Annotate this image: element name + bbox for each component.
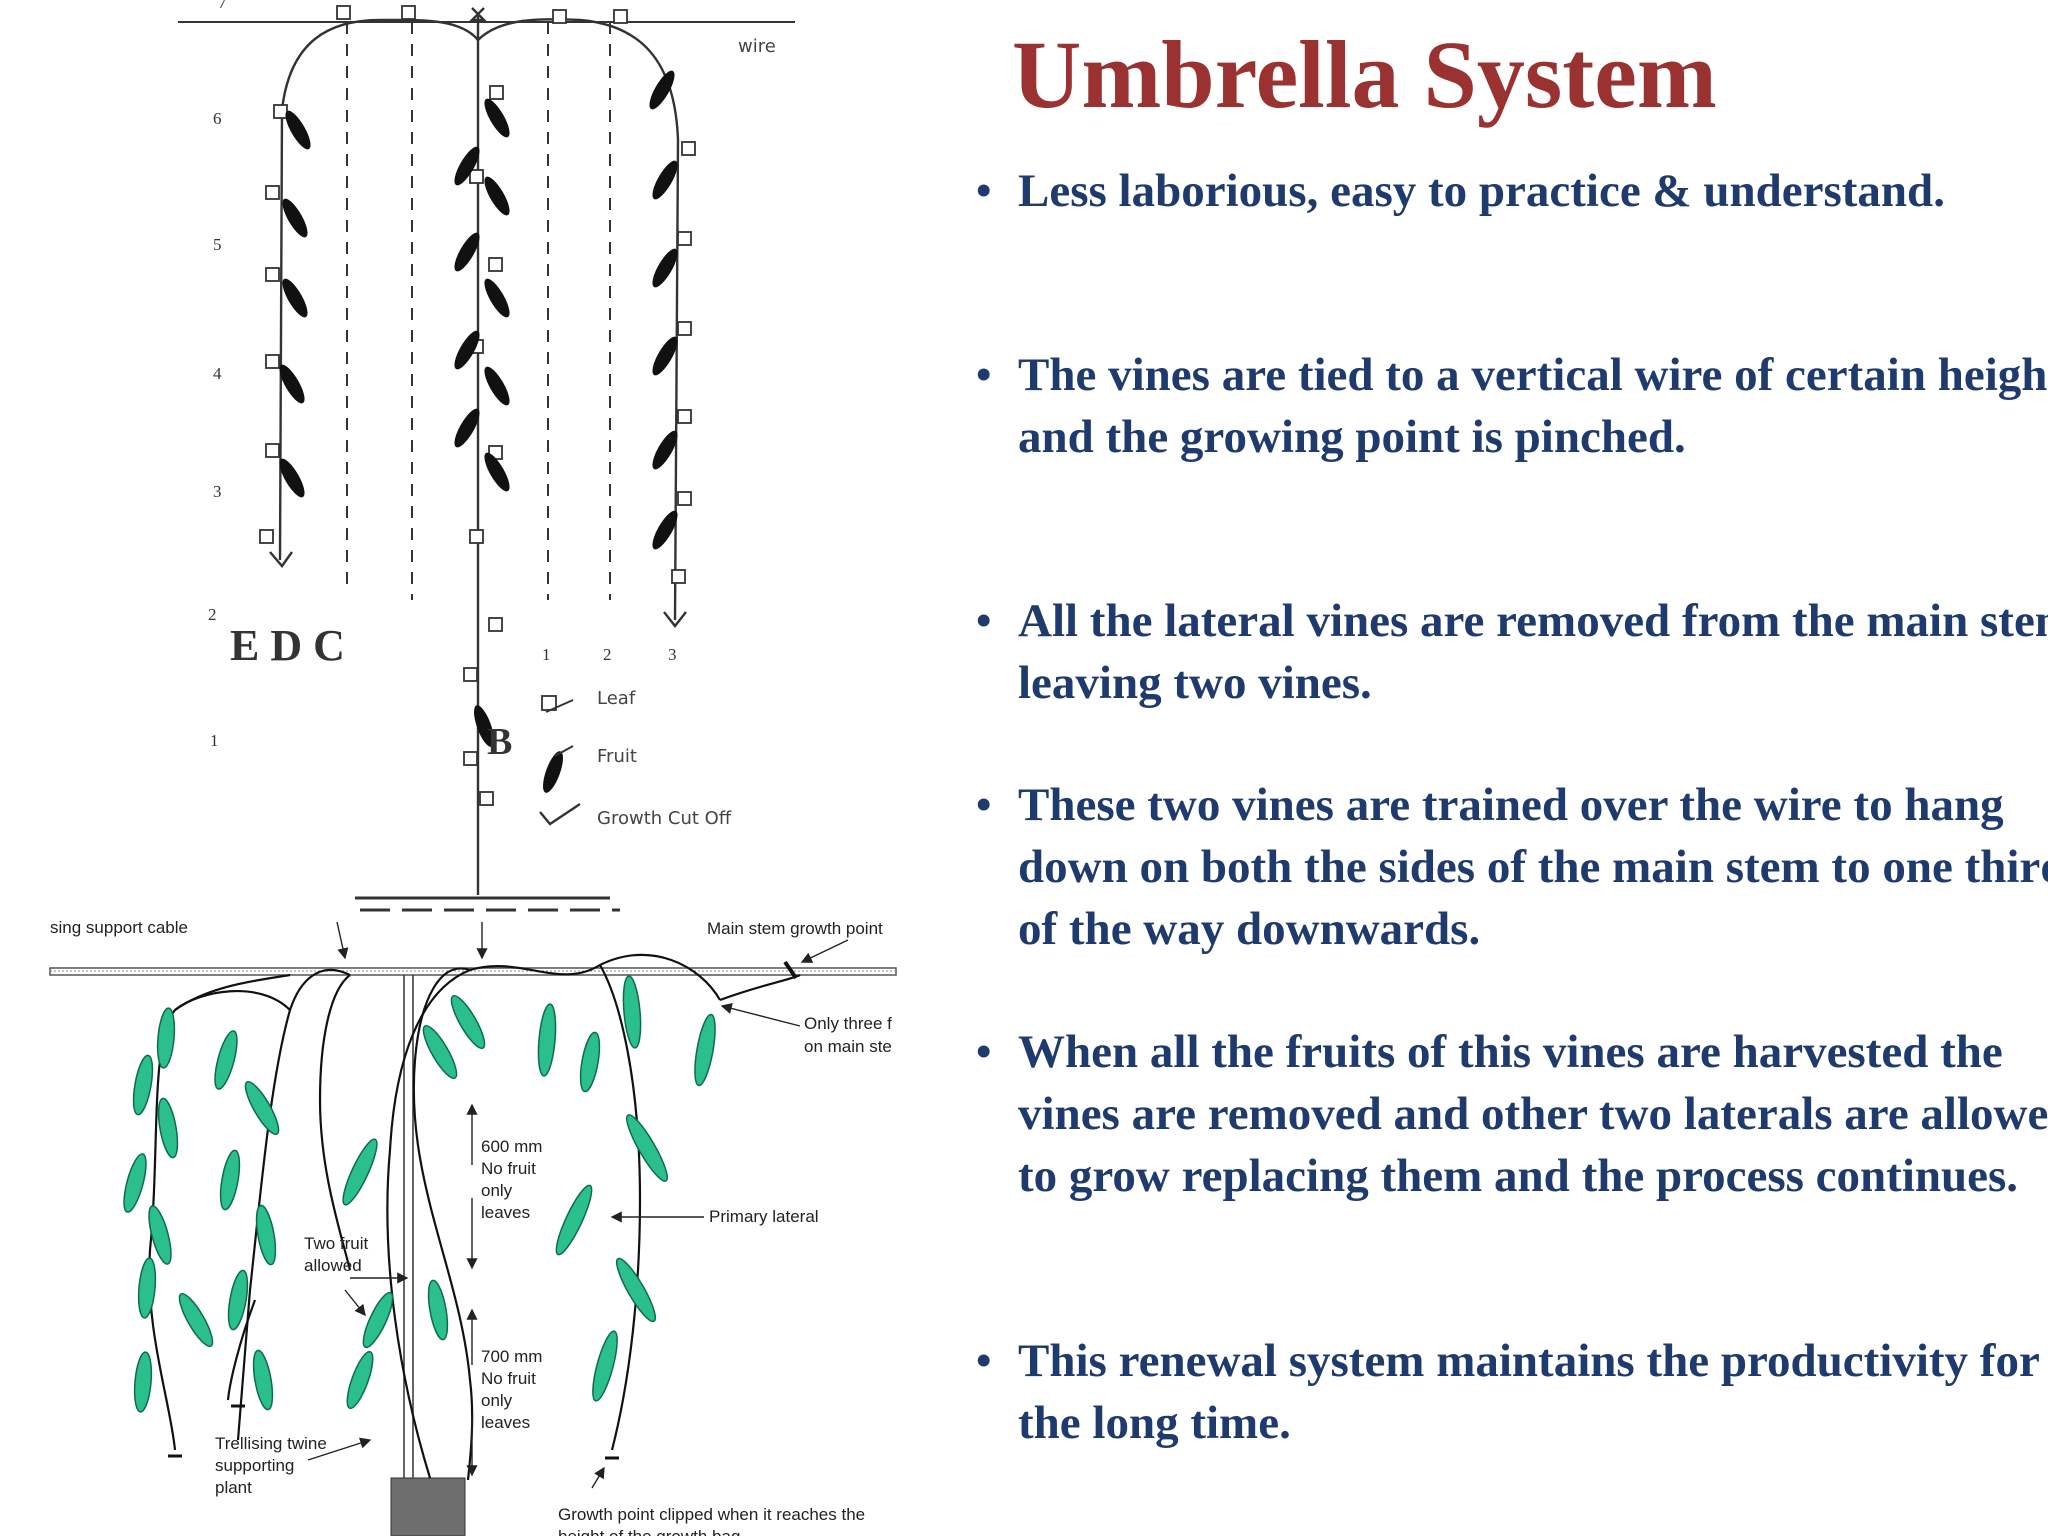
measure-600-label: 600 mm No fruit only leaves — [481, 1137, 542, 1222]
bullet-item: • These two vines are trained over the w… — [970, 774, 2048, 960]
growth-point-label: Main stem growth point — [707, 919, 883, 938]
measure-700-label: 700 mm No fruit only leaves — [481, 1347, 542, 1432]
cucumber-fruits — [123, 975, 716, 1413]
row-number-5: 5 — [213, 235, 222, 254]
row-number-1: 1 — [210, 731, 219, 750]
svg-text:supporting: supporting — [215, 1456, 294, 1475]
bullet-dot: • — [976, 1336, 992, 1385]
row-numbers: 7 6 5 4 3 2 1 — [208, 0, 227, 750]
slide-title: Umbrella System — [1012, 21, 1717, 128]
bullet-item: • All the lateral vines are removed from… — [970, 590, 2048, 714]
bullet-dot: • — [976, 596, 992, 645]
left-vine — [278, 18, 479, 561]
growth-bag — [390, 1477, 466, 1536]
top-legend: Leaf Fruit Growth Cut Off — [539, 688, 732, 829]
svg-text:height of the growth bag: height of the growth bag — [558, 1527, 740, 1536]
svg-text:No fruit: No fruit — [481, 1159, 536, 1178]
svg-text:plant: plant — [215, 1478, 252, 1497]
row-number-2: 2 — [208, 605, 217, 624]
bullet-dot: • — [976, 350, 992, 399]
cucumber-bottom-diagram: sing support cable Main stem growth poin… — [49, 918, 897, 1536]
bullet-item: • Less laborious, easy to practice & und… — [970, 160, 2048, 222]
bullet-text: All the lateral vines are removed from t… — [1018, 595, 2048, 709]
svg-text:leaves: leaves — [481, 1203, 530, 1222]
row-number-6: 6 — [213, 109, 222, 128]
bullet-dot: • — [976, 780, 992, 829]
svg-text:only: only — [481, 1391, 513, 1410]
row-number-3: 3 — [213, 482, 222, 501]
leaf-markers — [259, 5, 696, 806]
twine-label: Trellising twine supporting plant — [215, 1434, 327, 1497]
hanging-vines — [148, 953, 801, 1481]
svg-text:700 mm: 700 mm — [481, 1347, 542, 1366]
svg-text:Growth point clipped when it r: Growth point clipped when it reaches the — [558, 1505, 865, 1524]
fruit-markers — [279, 70, 678, 747]
svg-text:allowed: allowed — [304, 1256, 362, 1275]
svg-text:No fruit: No fruit — [481, 1369, 536, 1388]
column-number-3: 3 — [668, 645, 677, 664]
bullet-text: When all the fruits of this vines are ha… — [1018, 1026, 2048, 1202]
support-cable-label: sing support cable — [50, 918, 188, 937]
bullet-text: The vines are tied to a vertical wire of… — [1018, 349, 2048, 463]
clip-ticks — [168, 1404, 619, 1460]
vine-letters-edc: E D C — [230, 621, 345, 670]
legend-cut-label: Growth Cut Off — [597, 808, 732, 829]
only-three-label-line1: Only three f — [804, 1014, 892, 1033]
cut-off-marks — [269, 7, 687, 628]
cucumber-training-diagram: 7 6 5 4 3 2 1 — [49, 0, 897, 1536]
bullet-text: This renewal system maintains the produc… — [1018, 1335, 2039, 1449]
row-number-7: 7 — [218, 0, 227, 12]
bullet-item: • When all the fruits of this vines are … — [970, 1021, 2048, 1207]
svg-text:Two fruit: Two fruit — [304, 1234, 369, 1253]
legend-fruit-label: Fruit — [597, 746, 637, 767]
main-stem-letter-b: B — [487, 721, 512, 763]
ground-line — [355, 896, 620, 912]
bullet-text: These two vines are trained over the wir… — [1018, 779, 2048, 955]
right-vine — [477, 18, 680, 621]
wire-label: wire — [738, 36, 776, 57]
bullet-item: • This renewal system maintains the prod… — [970, 1330, 2048, 1454]
only-three-label-line2: on main ste — [804, 1037, 892, 1056]
bullet-dot: • — [976, 166, 992, 215]
svg-text:Trellising twine: Trellising twine — [215, 1434, 327, 1453]
primary-lateral-label: Primary lateral — [709, 1207, 819, 1226]
clipped-label: Growth point clipped when it reaches the… — [558, 1505, 865, 1536]
dashed-previous-vines — [346, 22, 611, 600]
bullet-item: • The vines are tied to a vertical wire … — [970, 344, 2048, 468]
bullet-dot: • — [976, 1027, 992, 1076]
svg-text:only: only — [481, 1181, 513, 1200]
row-number-4: 4 — [213, 364, 222, 383]
svg-text:600 mm: 600 mm — [481, 1137, 542, 1156]
two-fruit-label: Two fruit allowed — [304, 1234, 369, 1275]
svg-text:leaves: leaves — [481, 1413, 530, 1432]
annotation-arrows — [307, 921, 849, 1489]
legend-leaf-label: Leaf — [597, 688, 636, 709]
bullet-text: Less laborious, easy to practice & under… — [1018, 165, 1945, 217]
column-number-2: 2 — [603, 645, 612, 664]
umbrella-top-diagram: 7 6 5 4 3 2 1 — [178, 0, 795, 912]
column-number-1: 1 — [542, 645, 551, 664]
